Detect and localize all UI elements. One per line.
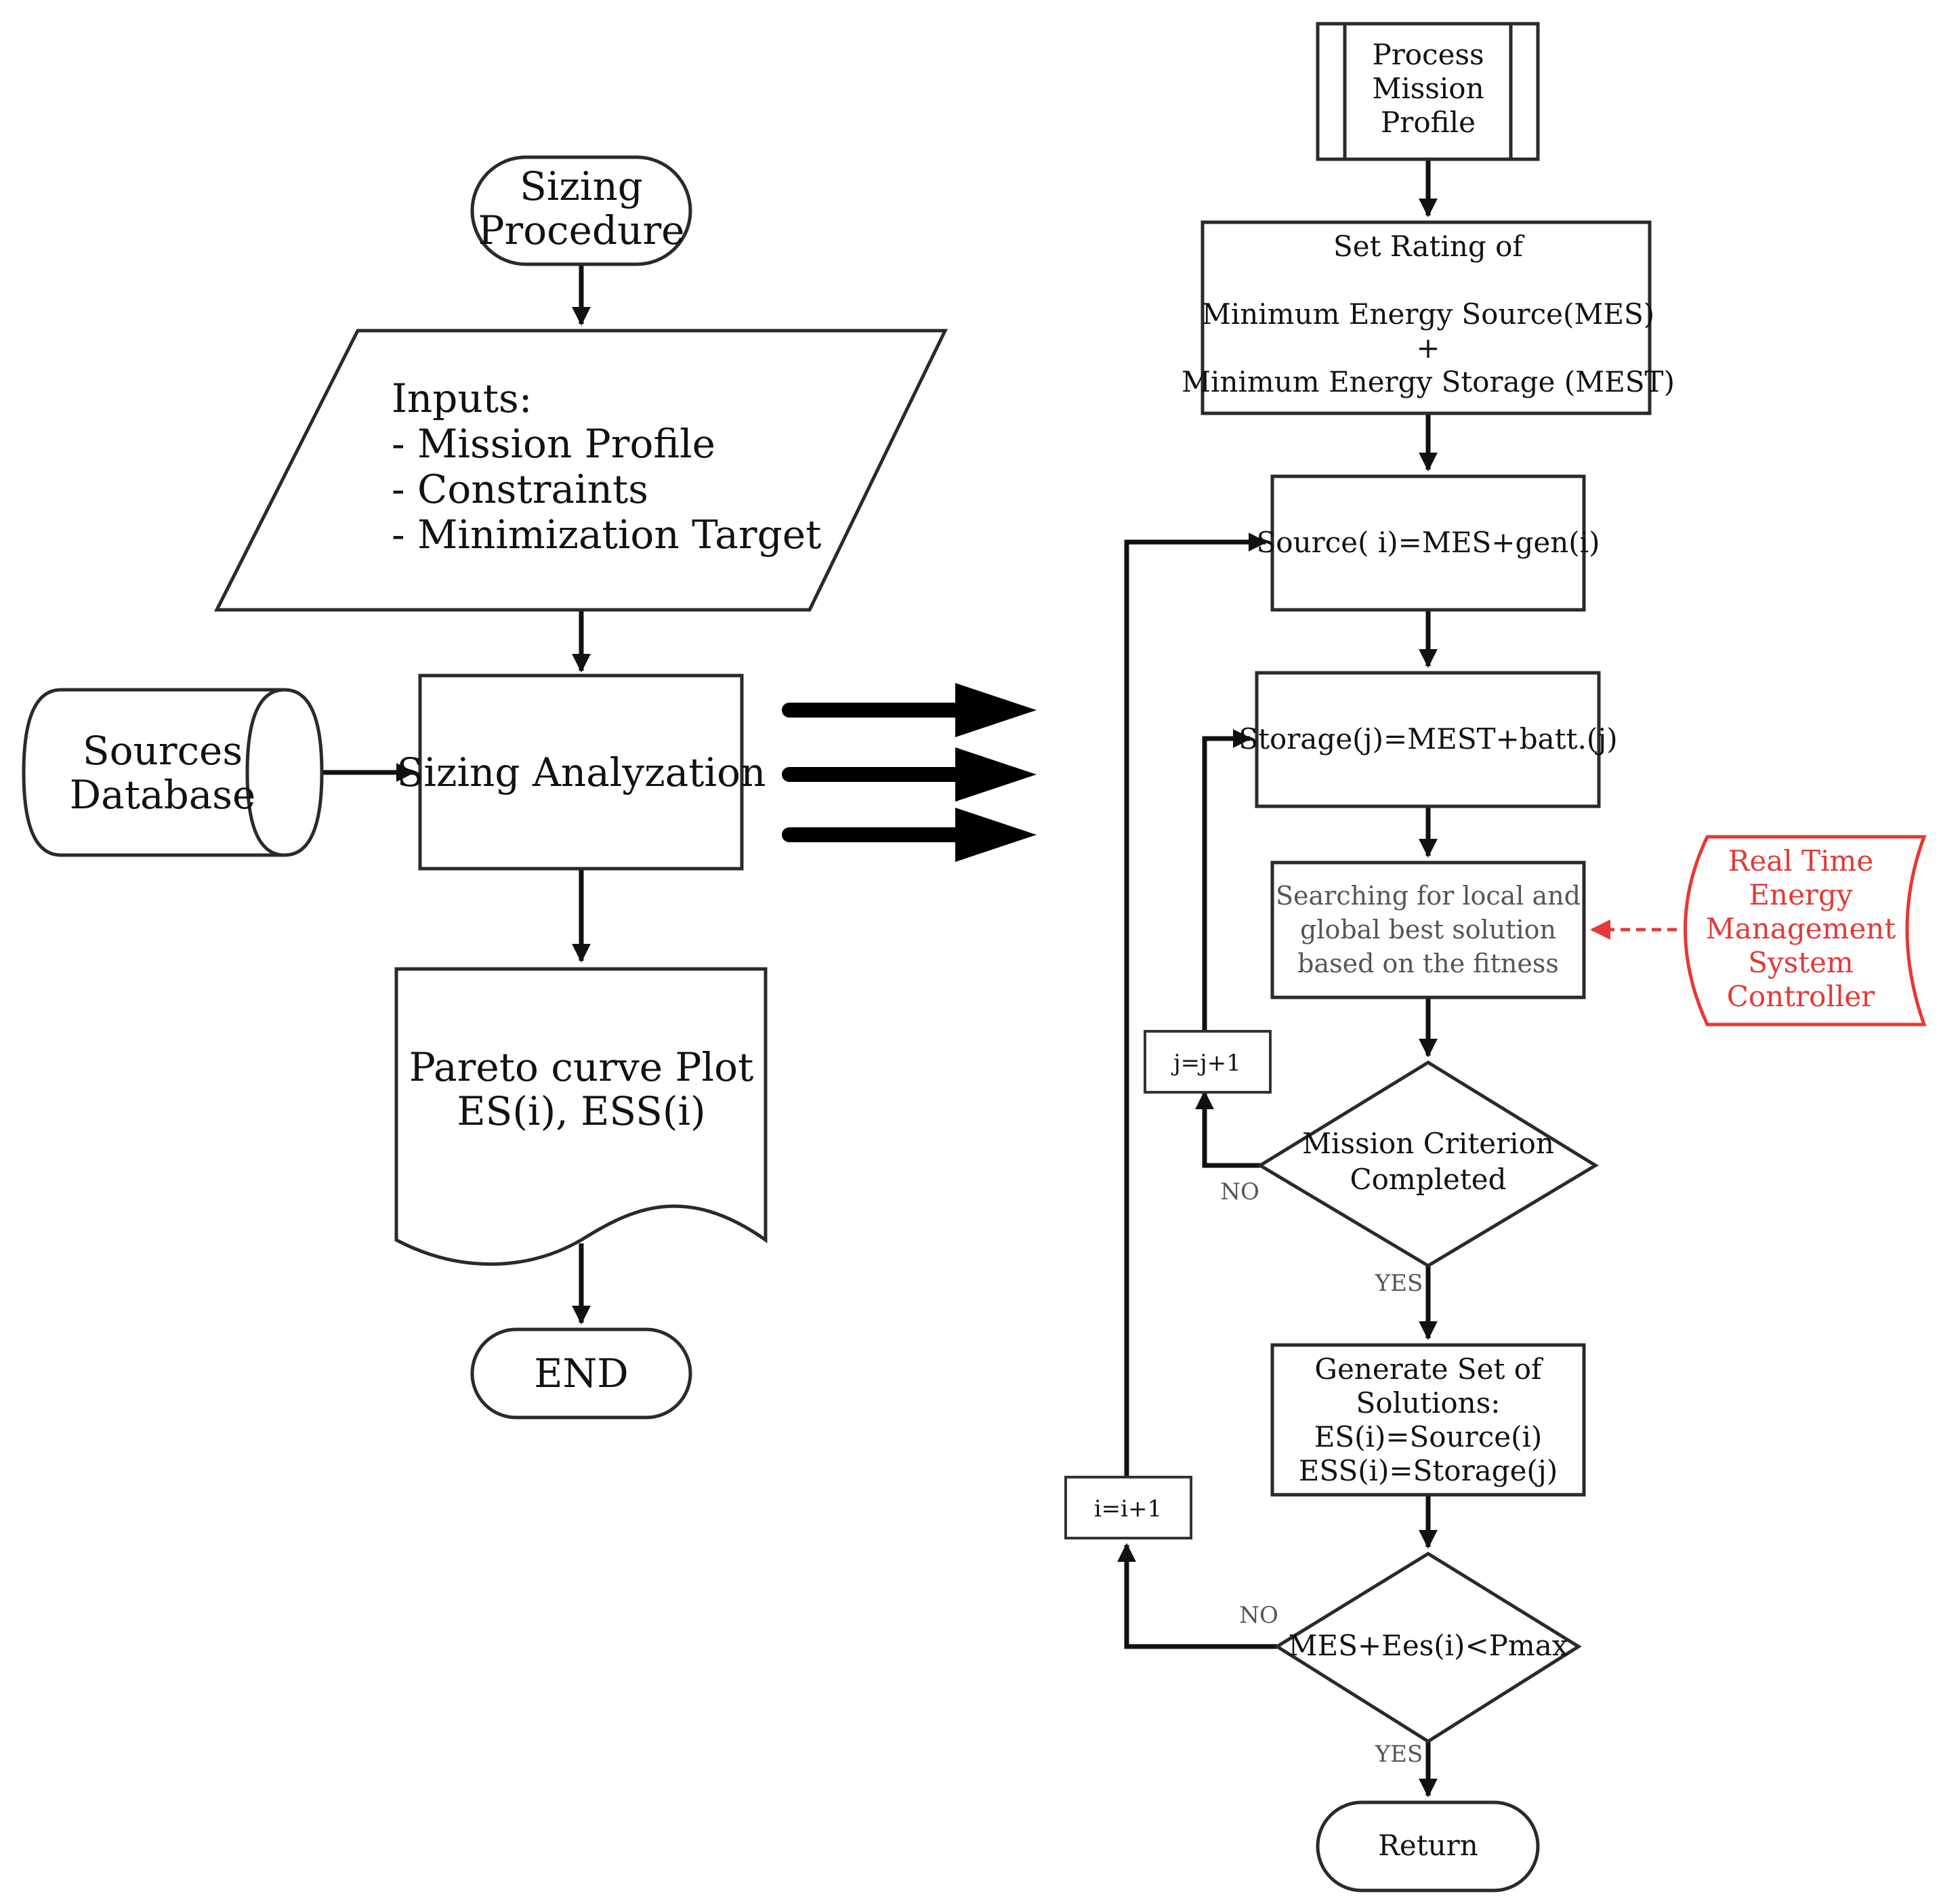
inputs-item-mission-profile: - Mission Profile	[392, 421, 715, 467]
check-no-label: NO	[1239, 1602, 1278, 1629]
pareto-label-line1: Pareto curve Plot	[409, 1044, 754, 1090]
generate-label-line2: Solutions:	[1356, 1386, 1501, 1420]
ems-label-line4: System	[1748, 946, 1854, 979]
source-label: Source( i)=MES+gen(i)	[1257, 526, 1600, 559]
ems-label-line5: Controller	[1727, 980, 1875, 1013]
process-label-line3: Profile	[1381, 106, 1476, 139]
set-rating-mes: Minimum Energy Source(MES)	[1202, 297, 1654, 331]
criterion-yes-label: YES	[1375, 1270, 1423, 1297]
source-box	[1270, 474, 1586, 612]
sizing-analyzation-label: Sizing Analyzation	[397, 749, 766, 795]
criterion-label-line1: Mission Criterion	[1302, 1127, 1554, 1160]
pareto-label-line2: ES(i), ESS(i)	[457, 1088, 705, 1134]
start-label-line2: Procedure	[478, 207, 684, 253]
process-label-line2: Mission	[1372, 72, 1484, 105]
pareto-document	[394, 967, 768, 1266]
ems-label-line3: Management	[1706, 912, 1896, 945]
arrow-check-no-to-i	[1117, 1543, 1277, 1649]
generate-label-line3: ES(i)=Source(i)	[1314, 1420, 1543, 1453]
return-terminator	[1316, 1800, 1540, 1892]
search-label-line2: global best solution	[1300, 915, 1556, 945]
left-flowchart: Sizing Procedure Inputs: - Mission Profi…	[22, 155, 948, 1420]
arrow-i-to-source	[1124, 533, 1268, 1477]
set-rating-box	[1201, 220, 1652, 415]
database-label-line2: Database	[70, 772, 256, 818]
database-label-line1: Sources	[83, 728, 243, 774]
check-yes-label: YES	[1375, 1741, 1423, 1768]
return-label: Return	[1378, 1829, 1478, 1862]
arrow-j-to-storage	[1202, 729, 1252, 1047]
generate-label-line4: ESS(i)=Storage(j)	[1299, 1454, 1558, 1487]
criterion-no-label: NO	[1220, 1178, 1259, 1205]
ems-label-line2: Energy	[1749, 878, 1853, 911]
generate-solutions-box	[1270, 1343, 1586, 1497]
process-mission-profile-box	[1316, 22, 1540, 161]
right-flowchart: Process Mission Profile Set Rating of Mi…	[1064, 22, 1927, 1892]
inputs-title: Inputs:	[392, 375, 532, 421]
process-label-line1: Process	[1372, 38, 1484, 71]
storage-box	[1255, 671, 1601, 808]
set-rating-plus: +	[1416, 331, 1440, 365]
i-increment-label: i=i+1	[1094, 1495, 1162, 1523]
inputs-item-constraints: - Constraints	[392, 466, 648, 512]
transition-arrow-head-1	[955, 683, 1037, 737]
j-increment-box	[1144, 1030, 1272, 1094]
inputs-item-minimization-target: - Minimization Target	[392, 512, 821, 558]
mission-criterion-diamond	[1257, 1060, 1599, 1268]
set-rating-title: Set Rating of	[1333, 230, 1525, 263]
search-label-line3: based on the fitness	[1297, 949, 1559, 978]
end-terminator	[470, 1327, 692, 1420]
transition-arrow-head-3	[955, 808, 1037, 862]
i-increment-box	[1064, 1476, 1192, 1539]
start-terminator	[470, 155, 692, 266]
pmax-check-diamond	[1274, 1552, 1582, 1743]
ems-label-line1: Real Time	[1728, 844, 1873, 877]
database-cylinder-edge	[245, 688, 285, 857]
transition-arrows	[782, 683, 1037, 862]
generate-label-line1: Generate Set of	[1314, 1352, 1544, 1386]
ems-controller-shape	[1684, 835, 1927, 1027]
set-rating-mest: Minimum Energy Storage (MEST)	[1182, 365, 1675, 398]
arrow-criterion-no-to-j	[1195, 1090, 1260, 1168]
search-box	[1270, 861, 1586, 999]
transition-arrow-head-2	[955, 747, 1037, 802]
end-label: END	[534, 1350, 629, 1396]
inputs-parallelogram	[213, 329, 948, 612]
criterion-label-line2: Completed	[1350, 1163, 1506, 1196]
storage-label: Storage(j)=MEST+batt.(j)	[1238, 722, 1617, 756]
search-label-line1: Searching for local and	[1276, 881, 1581, 911]
j-increment-label: j=j+1	[1171, 1050, 1241, 1077]
start-label-line1: Sizing	[520, 163, 643, 209]
sizing-analyzation-box	[418, 674, 744, 871]
pmax-check-label: MES+Ees(i)<Pmax	[1289, 1629, 1568, 1662]
